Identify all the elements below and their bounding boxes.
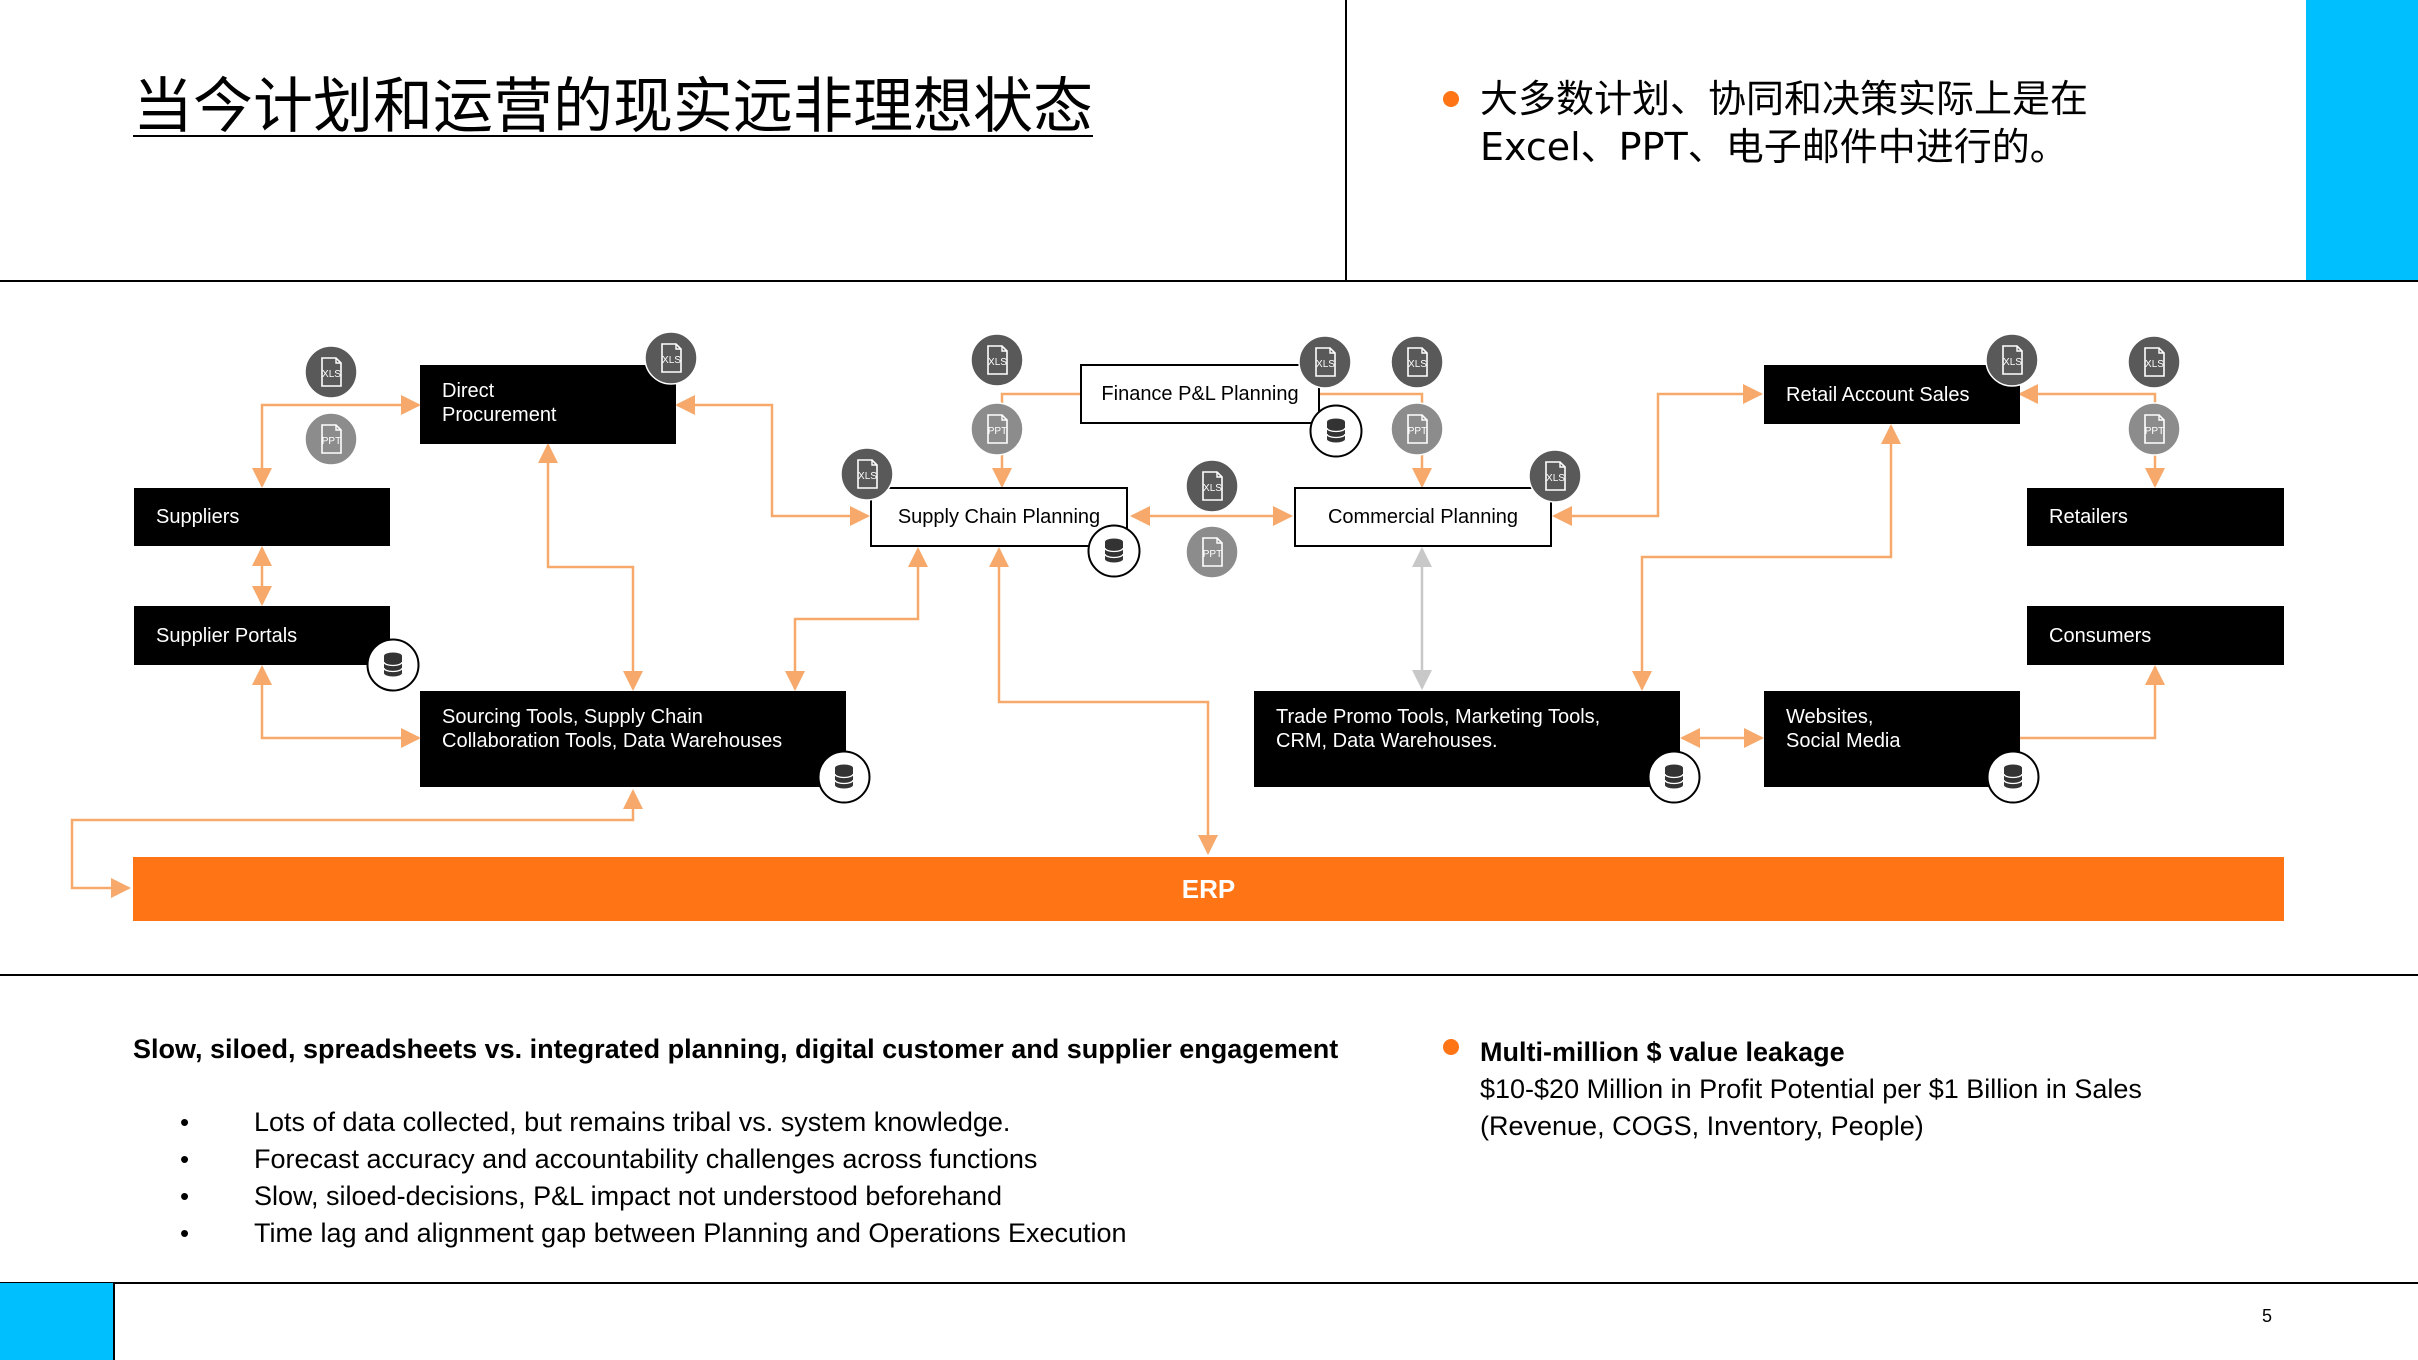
node-sourcing-tools-line-1: Sourcing Tools, Supply Chain <box>442 706 703 728</box>
node-supplier-portals-label: Supplier Portals <box>156 624 298 647</box>
xls-file-icon <box>1528 449 1582 503</box>
node-sourcing-tools-line-2: Collaboration Tools, Data Warehouses <box>442 730 783 752</box>
xls-file-icon <box>644 331 698 385</box>
node-retail-account-sales: Retail Account Sales <box>1764 365 2020 424</box>
erp-bar: ERP <box>133 857 2284 921</box>
database-icon <box>1647 750 1701 804</box>
xls-file-icon <box>1985 333 2039 387</box>
node-supply-chain-planning: Supply Chain Planning <box>870 487 1128 547</box>
page-title: 当今计划和运营的现实远非理想状态 <box>133 72 1093 142</box>
conn-commercial-retail <box>1552 384 1763 526</box>
node-retail-account-sales-label: Retail Account Sales <box>1786 383 1970 406</box>
bullet-item-4: Time lag and alignment gap between Plann… <box>180 1215 1127 1252</box>
node-websites-social-media: Websites, Social Media <box>1764 691 2020 787</box>
page-number: 5 <box>2262 1306 2273 1326</box>
database-icon <box>366 638 420 692</box>
conn-websites-consumers <box>2020 665 2165 740</box>
node-supplier-portals: Supplier Portals <box>134 606 390 665</box>
node-direct-procurement-line-1: Direct <box>442 380 495 402</box>
xls-file-icon <box>1185 459 1239 513</box>
node-commercial-planning-label: Commercial Planning <box>1327 506 1519 528</box>
bottom-bullet-list: Lots of data collected, but remains trib… <box>180 1104 1127 1252</box>
conn-procurement-scp <box>675 395 870 526</box>
bottom-right-block: Multi-million $ value leakage $10-$20 Mi… <box>1480 1034 2142 1145</box>
xls-file-icon <box>304 345 358 399</box>
header-vertical-divider <box>1345 0 1347 281</box>
cyan-accent-bottom <box>0 1283 113 1360</box>
node-direct-procurement-line-2: Procurement <box>442 404 557 426</box>
bullet-item-3: Slow, siloed-decisions, P&L impact not u… <box>180 1178 1127 1215</box>
ppt-file-icon <box>1185 525 1239 579</box>
value-leakage-title: Multi-million $ value leakage <box>1480 1037 1845 1067</box>
database-icon <box>817 750 871 804</box>
database-icon <box>1087 524 1141 578</box>
header-divider <box>0 280 2418 282</box>
footer-divider <box>0 1282 2418 1284</box>
header-bullet-line-2: Excel、PPT、电子邮件中进行的。 <box>1480 125 2068 169</box>
node-trade-promo-line-1: Trade Promo Tools, Marketing Tools, <box>1276 706 1601 728</box>
header-bullet-line-1: 大多数计划、协同和决策实际上是在 <box>1480 77 2089 121</box>
conn-finance-commercial <box>1318 392 1432 488</box>
conn-suppliers-procurement <box>252 395 421 488</box>
node-finance-planning: Finance P&L Planning <box>1080 364 1320 424</box>
node-direct-procurement: Direct Procurement <box>420 365 676 444</box>
bullet-item-1: Lots of data collected, but remains trib… <box>180 1104 1127 1141</box>
node-commercial-planning: Commercial Planning <box>1294 487 1552 547</box>
database-icon <box>1309 404 1363 458</box>
node-sourcing-tools: Sourcing Tools, Supply Chain Collaborati… <box>420 691 846 787</box>
node-websites-line-1: Websites, <box>1786 706 1874 728</box>
xls-file-icon <box>1390 335 1444 389</box>
conn-portals-sourcing <box>252 665 421 748</box>
ppt-file-icon <box>970 402 1024 456</box>
database-icon <box>1986 750 2040 804</box>
xls-file-icon <box>2127 335 2181 389</box>
node-trade-promo-tools: Trade Promo Tools, Marketing Tools, CRM,… <box>1254 691 1680 787</box>
node-suppliers: Suppliers <box>134 488 390 546</box>
conn-sourcing-scp <box>785 547 928 691</box>
node-consumers: Consumers <box>2027 606 2284 665</box>
xls-file-icon <box>1298 335 1352 389</box>
conn-retail-trade <box>1632 424 1901 691</box>
ppt-file-icon <box>304 412 358 466</box>
bottom-right-bullet-dot <box>1443 1039 1459 1055</box>
diagram-divider <box>0 974 2418 976</box>
node-suppliers-label: Suppliers <box>156 506 240 528</box>
xls-file-icon <box>970 333 1024 387</box>
value-leakage-line-1: $10-$20 Million in Profit Potential per … <box>1480 1074 2142 1104</box>
cyan-accent-top <box>2306 0 2418 280</box>
conn-finance-scp <box>992 392 1080 488</box>
ppt-file-icon <box>1390 402 1444 456</box>
node-trade-promo-line-2: CRM, Data Warehouses. <box>1276 730 1498 752</box>
node-retailers-label: Retailers <box>2049 506 2128 528</box>
header-bullet-dot <box>1443 91 1459 107</box>
node-websites-line-2: Social Media <box>1786 730 1901 752</box>
footer-vertical-divider <box>113 1283 115 1360</box>
node-retailers: Retailers <box>2027 488 2284 546</box>
bottom-left-title: Slow, siloed, spreadsheets vs. integrate… <box>133 1034 1339 1064</box>
node-finance-planning-label: Finance P&L Planning <box>1101 383 1299 405</box>
bullet-item-2: Forecast accuracy and accountability cha… <box>180 1141 1127 1178</box>
value-leakage-line-2: (Revenue, COGS, Inventory, People) <box>1480 1111 1924 1141</box>
conn-erp-sourcing <box>70 789 643 898</box>
conn-procurement-sourcing <box>538 443 643 691</box>
node-supply-chain-planning-label: Supply Chain Planning <box>897 506 1101 528</box>
xls-file-icon <box>840 447 894 501</box>
ppt-file-icon <box>2127 402 2181 456</box>
node-consumers-label: Consumers <box>2049 624 2152 647</box>
conn-scp-erp <box>989 547 1218 855</box>
